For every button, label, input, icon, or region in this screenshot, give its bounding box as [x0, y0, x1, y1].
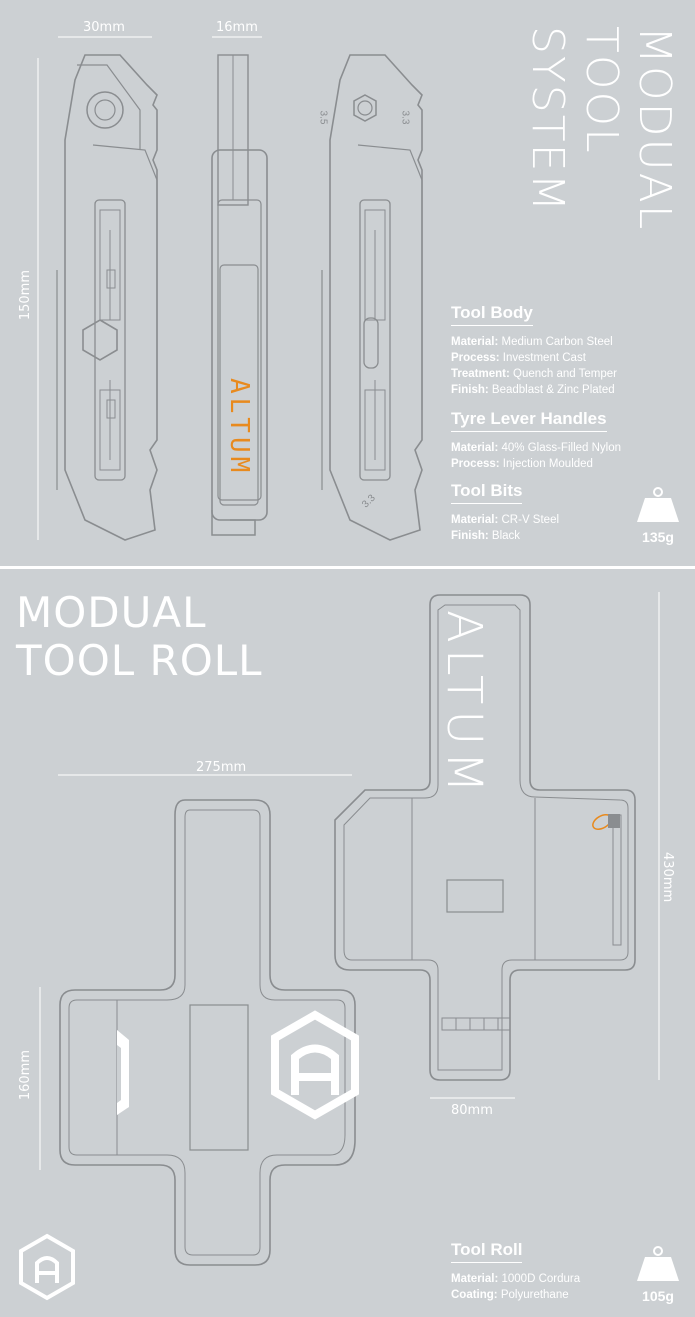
- dim-roll-length-label: 430mm: [660, 852, 675, 903]
- tool-brand-logo: ALTUM: [224, 378, 254, 477]
- dim-roll-height-label: 160mm: [18, 1050, 33, 1101]
- tool-body-spec: Tool Body Material: Medium Carbon Steel …: [451, 303, 681, 398]
- altum-hex-logo-icon: [19, 1233, 75, 1301]
- tool-bits-spec: Tool Bits Material: CR-V Steel Finish: B…: [451, 481, 651, 544]
- spec-line: Finish: Black: [451, 530, 521, 542]
- bit-label-top-right: 3.3: [399, 110, 411, 125]
- bit-label-top-left: 3.5: [317, 110, 329, 125]
- spec-line: Treatment: Quench and Temper: [451, 368, 617, 380]
- spec-line: Process: Injection Moulded: [451, 458, 593, 470]
- tool-body-heading: Tool Body: [451, 303, 533, 326]
- spec-line: Coating: Polyurethane: [451, 1289, 569, 1301]
- tool-roll-spec: Tool Roll Material: 1000D Cordura Coatin…: [451, 1240, 651, 1303]
- dim-roll-width-label: 275mm: [196, 760, 247, 775]
- tool-side-view: [211, 54, 268, 536]
- tool-bits-heading: Tool Bits: [451, 481, 523, 504]
- tool-system-title-line-3: SYSTEM: [522, 26, 573, 214]
- spec-line: Finish: Beadblast & Zinc Plated: [451, 384, 615, 396]
- dim-roll-length-line: [658, 592, 660, 1080]
- tool-system-weight: 135g: [633, 486, 683, 545]
- tool-system-title-line-2: TOOL: [576, 26, 627, 155]
- tool-system-title-line-1: MODUAL: [629, 26, 680, 232]
- dim-thickness-label: 16mm: [216, 20, 258, 35]
- tyre-lever-heading: Tyre Lever Handles: [451, 409, 607, 432]
- weight-icon: [637, 487, 679, 522]
- tool-roll-heading: Tool Roll: [451, 1240, 523, 1263]
- dim-tab-width-label: 80mm: [451, 1103, 493, 1118]
- spec-line: Material: 40% Glass-Filled Nylon: [451, 442, 622, 454]
- spec-line: Material: Medium Carbon Steel: [451, 336, 613, 348]
- tool-roll-title-line-1: MODUAL: [16, 588, 207, 637]
- tool-back-view: [321, 54, 423, 541]
- weight-icon: [637, 1246, 679, 1281]
- dim-roll-height-line: [39, 987, 41, 1170]
- dim-width-label: 30mm: [83, 20, 125, 35]
- tool-roll-title-line-2: TOOL ROLL: [16, 636, 263, 685]
- tool-roll-open: [334, 594, 636, 1081]
- tool-roll-weight: 105g: [633, 1245, 683, 1304]
- section-divider: [0, 566, 695, 569]
- dim-length-label: 150mm: [18, 270, 33, 321]
- roll-hex-logo-icon: [271, 1010, 359, 1120]
- spec-line: Material: 1000D Cordura: [451, 1273, 581, 1285]
- tool-roll-closed: [59, 799, 359, 1266]
- tyre-lever-spec: Tyre Lever Handles Material: 40% Glass-F…: [451, 409, 681, 472]
- tool-system-weight-value: 135g: [642, 529, 674, 545]
- dim-roll-width-line: [58, 774, 352, 776]
- tool-front-view: [56, 54, 158, 541]
- spec-line: Process: Investment Cast: [451, 352, 586, 364]
- spec-line: Material: CR-V Steel: [451, 514, 560, 526]
- dim-tab-width-line: [430, 1097, 515, 1099]
- roll-brand-logo: ALTUM: [436, 610, 492, 799]
- dim-length-line: [37, 58, 39, 540]
- tool-roll-weight-value: 105g: [642, 1288, 674, 1304]
- dim-width-line: [58, 36, 262, 38]
